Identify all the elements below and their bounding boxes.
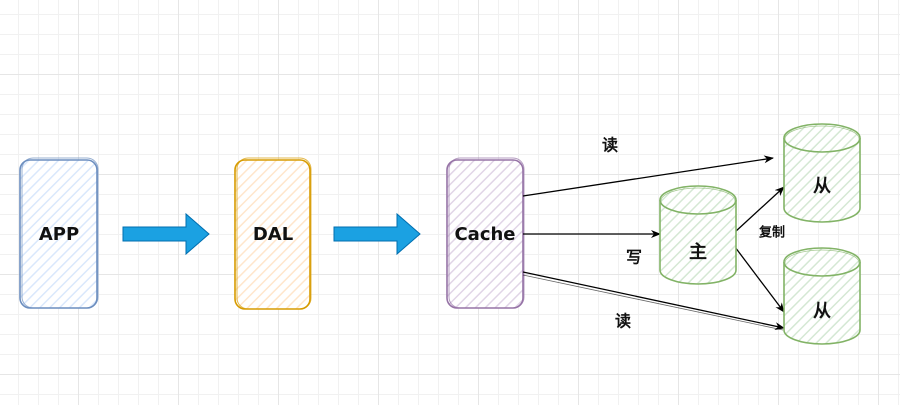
replicate-bottom-connector <box>734 246 785 313</box>
slave-bottom-db-node[interactable]: 从 <box>783 247 861 345</box>
slave-top-db-node[interactable]: 从 <box>783 123 861 223</box>
cache-node[interactable]: Cache <box>446 157 525 309</box>
app-node[interactable]: APP <box>19 157 99 309</box>
cache-label: Cache <box>454 224 515 245</box>
master-label: 主 <box>689 241 707 263</box>
read-top-label: 读 <box>602 136 618 155</box>
read-bottom-label: 读 <box>615 312 631 331</box>
read-bottom-connector <box>522 271 785 331</box>
flow-arrow-app-dal <box>122 212 210 256</box>
read-top-connector <box>522 155 774 197</box>
replicate-label: 复制 <box>758 225 785 241</box>
read-bottom-connector-sketch <box>522 274 784 331</box>
write-label: 写 <box>626 248 642 267</box>
dal-label: DAL <box>253 224 293 245</box>
replicate-top-connector <box>734 186 785 233</box>
master-db-node[interactable]: 主 <box>659 185 737 285</box>
slave-bottom-label: 从 <box>813 301 831 322</box>
app-label: APP <box>39 224 79 245</box>
flow-arrow-dal-cache <box>333 212 421 256</box>
dal-node[interactable]: DAL <box>234 157 312 310</box>
slave-top-label: 从 <box>813 176 831 197</box>
